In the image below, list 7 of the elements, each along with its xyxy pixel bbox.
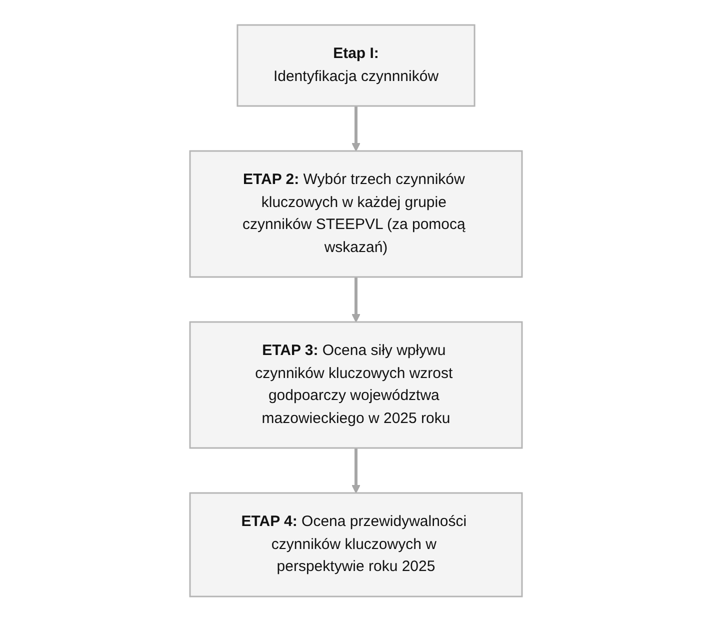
arrow bbox=[352, 277, 360, 323]
arrow bbox=[352, 448, 360, 494]
node-box: ETAP 3: Ocena siły wpływu czynników kluczowych wzrost godpoarczy województwa mazowieckiego w 2025 roku bbox=[189, 322, 523, 449]
node-box: ETAP 4: Ocena przewidywalności czynników kluczowych w perspektywie roku 2025 bbox=[189, 492, 523, 598]
node-box: ETAP 2: Wybór trzech czynników kluczowych w każdej grupie czynników STEEPVL (za pomocą wskazań) bbox=[189, 150, 523, 278]
arrow bbox=[352, 106, 360, 152]
node-box: Etap I: Identyfikacja czynnników bbox=[236, 24, 476, 107]
